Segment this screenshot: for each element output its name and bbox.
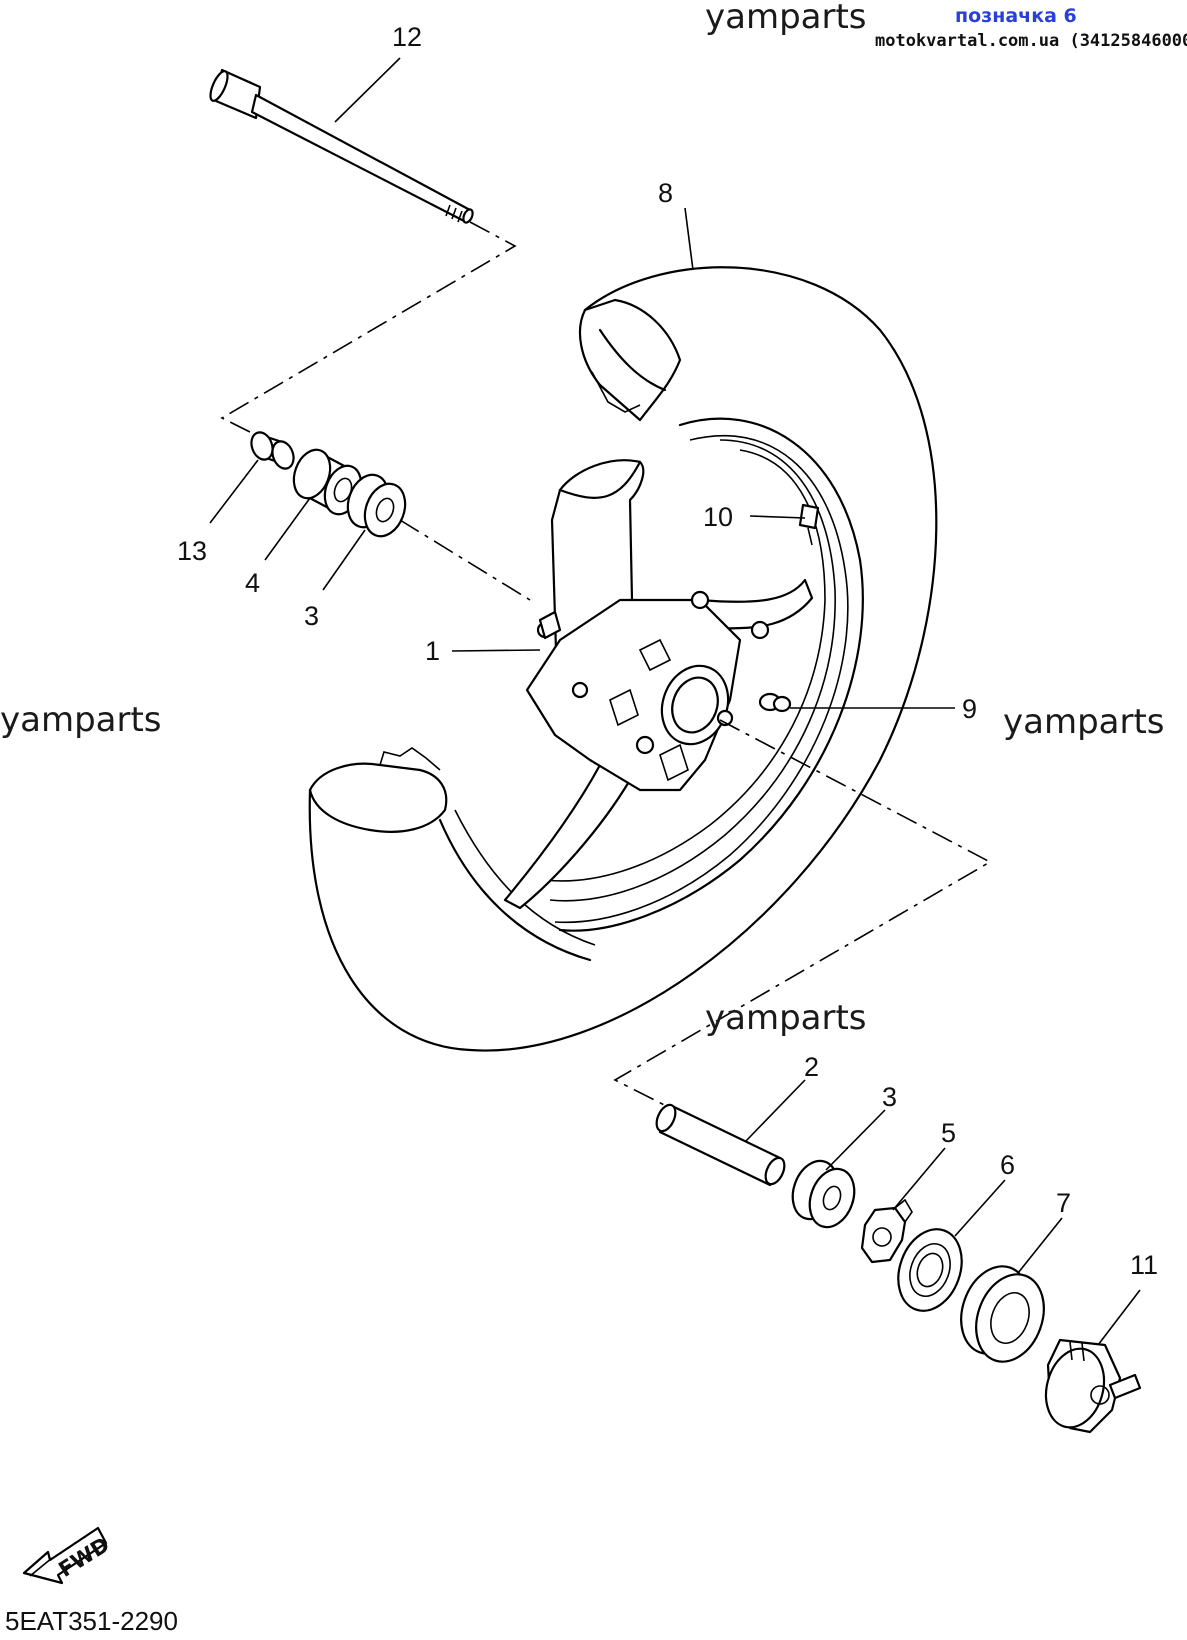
leader-12 — [334, 57, 401, 123]
part-13-collar — [250, 431, 295, 470]
diagram-code: 5EAT351-2290 — [5, 1606, 178, 1636]
fwd-arrow-icon: FWD — [22, 1526, 114, 1585]
fwd-label: FWD — [54, 1532, 113, 1581]
callout-8: 8 — [658, 178, 673, 208]
leader-3a — [322, 529, 366, 591]
part-7-seal — [960, 1265, 1045, 1363]
callout-3-lower: 3 — [882, 1082, 897, 1112]
part-3-bearing-upper — [346, 473, 407, 538]
axle-center-line-top — [220, 221, 517, 437]
watermark-left: yamparts — [0, 700, 162, 740]
leader-7 — [1017, 1217, 1063, 1274]
leader-11 — [1097, 1289, 1141, 1346]
part-12-axle — [209, 68, 474, 224]
callout-7: 7 — [1056, 1188, 1071, 1218]
badge-label: позначка 6 — [955, 5, 1077, 27]
leader-2 — [744, 1079, 806, 1143]
callout-6: 6 — [1000, 1150, 1015, 1180]
leader-8 — [684, 207, 694, 271]
part-6-oil-seal — [897, 1228, 963, 1312]
leader-4 — [264, 497, 311, 561]
part-1-hub — [503, 459, 814, 910]
part-9-balance-weight — [758, 692, 792, 713]
bearing-center-line — [399, 519, 531, 601]
leader-3b — [825, 1109, 886, 1171]
part-3-bearing-lower — [791, 1159, 856, 1229]
leader-1 — [451, 649, 541, 652]
callout-5: 5 — [941, 1118, 956, 1148]
callout-12: 12 — [392, 22, 422, 52]
leader-5 — [892, 1147, 946, 1211]
leader-6 — [954, 1179, 1006, 1237]
site-info: motokvartal.com.ua (341258460000) — [875, 31, 1187, 51]
axle-center-line-bottom — [613, 719, 992, 1119]
part-8-tire — [308, 266, 938, 1052]
part-11-speedo-gear — [1044, 1338, 1142, 1434]
callout-4: 4 — [245, 568, 260, 598]
callout-9: 9 — [962, 694, 977, 724]
watermark-middle: yamparts — [705, 998, 867, 1038]
part-4-bearing — [292, 448, 363, 516]
callout-11: 11 — [1130, 1250, 1158, 1280]
callout-2: 2 — [804, 1052, 819, 1082]
part-10-valve — [798, 503, 820, 546]
callout-10: 10 — [703, 502, 733, 532]
callout-13: 13 — [177, 536, 207, 566]
watermark-top: yamparts — [705, 0, 867, 37]
part-2-spacer — [655, 1103, 786, 1187]
watermark-right: yamparts — [1003, 702, 1165, 742]
callout-3-upper: 3 — [304, 601, 319, 631]
leader-13 — [209, 459, 259, 524]
leader-10 — [749, 515, 806, 519]
part-5-meter-clutch — [860, 1198, 913, 1264]
callout-1: 1 — [425, 636, 440, 666]
